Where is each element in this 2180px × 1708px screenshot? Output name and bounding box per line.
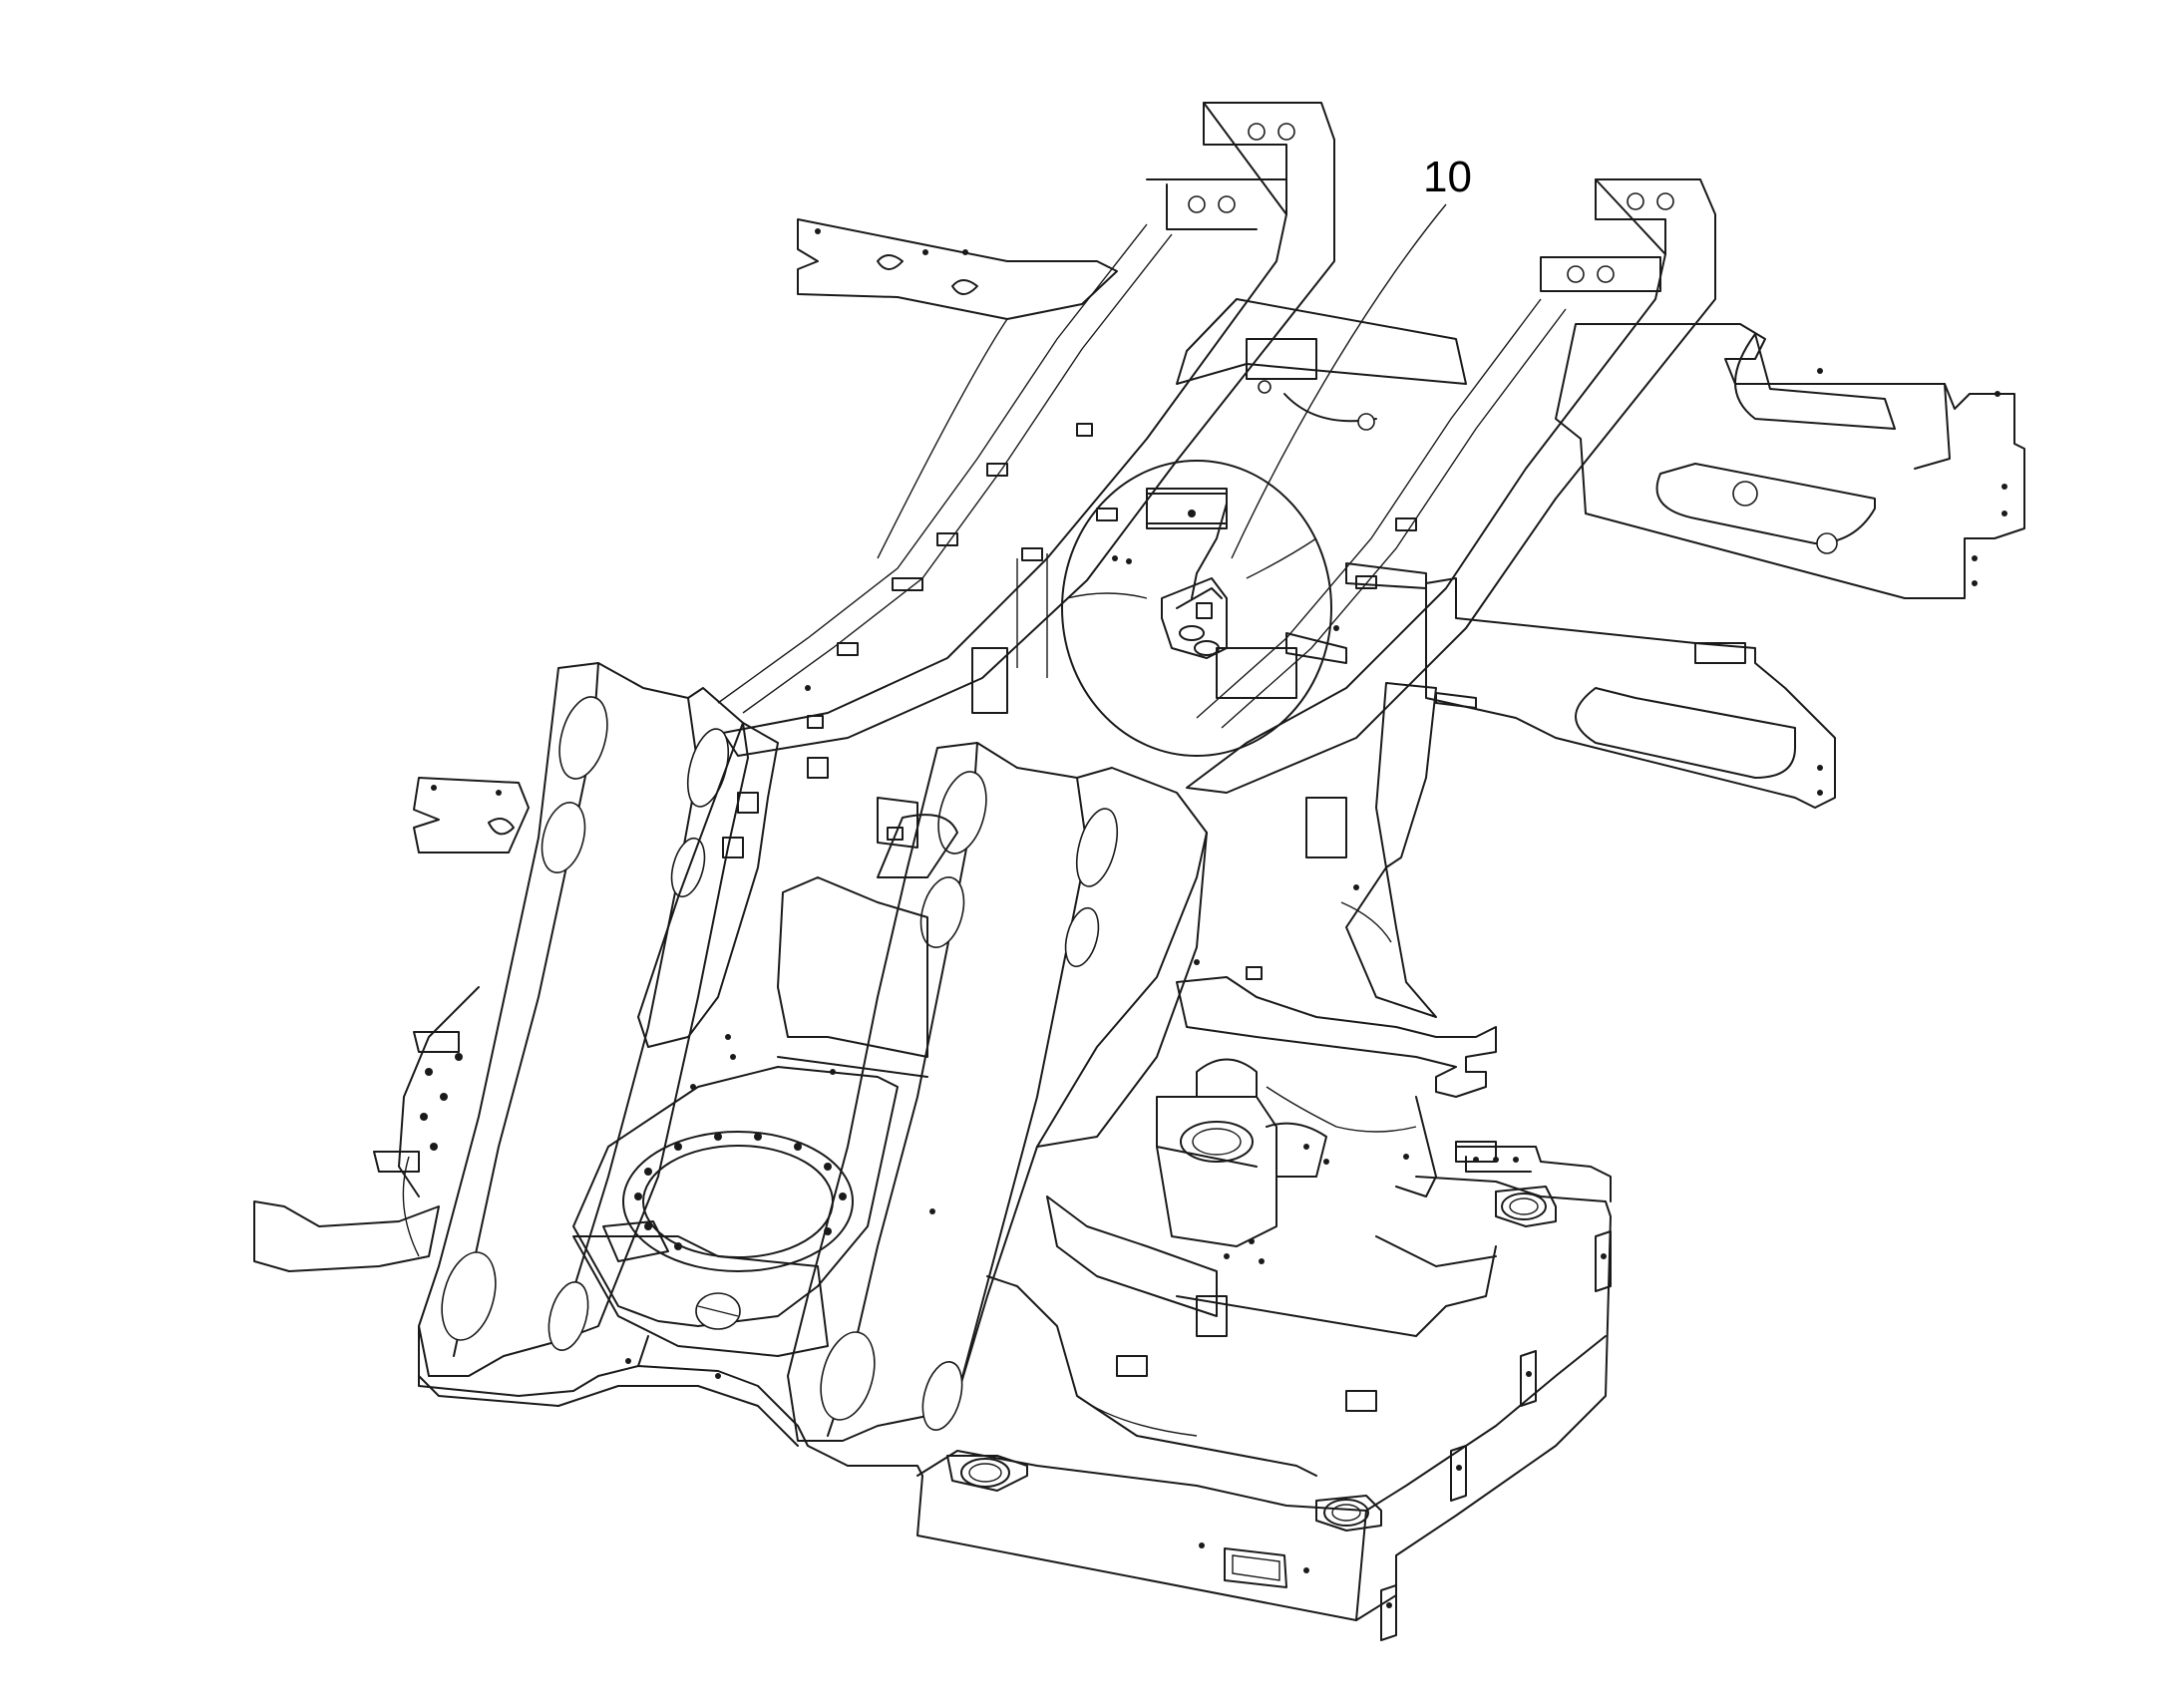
right-side-frame — [1555, 323, 2025, 599]
mounting-tabs — [725, 423, 1417, 1040]
base-plate — [418, 1325, 923, 1477]
lower-right-housing — [1305, 682, 1437, 1018]
inner-frame — [602, 797, 958, 1262]
left-rail — [717, 102, 1335, 757]
detail-circle — [1061, 460, 1332, 757]
reference-numeral-10: 10 — [1423, 153, 1472, 201]
right-tower — [787, 742, 1208, 1442]
right-lower-plate — [1176, 976, 1497, 1197]
turntable-ring — [572, 1066, 899, 1357]
rear-box — [916, 1176, 1612, 1641]
left-side-arms — [253, 777, 530, 1272]
left-tower — [418, 662, 829, 1377]
bearing-pedestal — [1156, 1058, 1327, 1247]
right-box-side — [1455, 1146, 1612, 1202]
callout-10: 10 — [1231, 153, 1472, 559]
upper-left-arm — [797, 218, 1118, 559]
right-rail — [1186, 178, 1716, 794]
mid-right-frame — [1425, 577, 1836, 809]
rear-box-interior — [986, 1141, 1497, 1477]
central-crossmembers — [971, 298, 1467, 714]
